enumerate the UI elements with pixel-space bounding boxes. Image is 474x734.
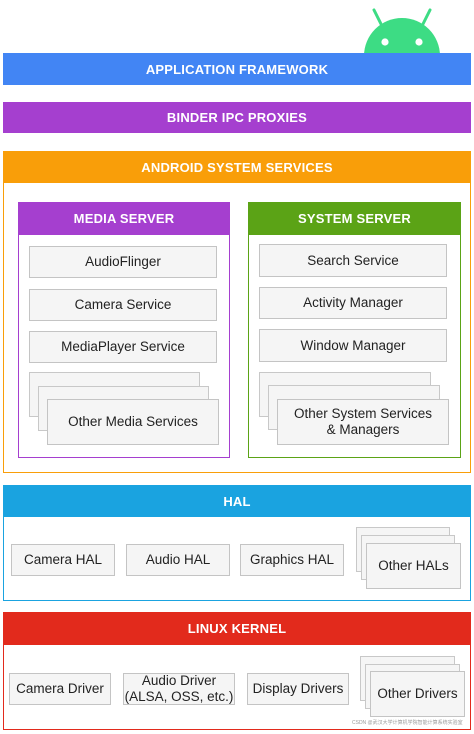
graphics-hal-box: Graphics HAL — [240, 544, 344, 576]
media-server-label: MEDIA SERVER — [73, 211, 175, 226]
audio-driver-label-line2: (ALSA, OSS, etc.) — [124, 689, 234, 704]
other-system-services-box: Other System Services & Managers — [277, 399, 449, 445]
search-service-label: Search Service — [307, 252, 399, 268]
audio-hal-label: Audio HAL — [145, 552, 211, 567]
camera-service-label: Camera Service — [74, 297, 172, 312]
camera-driver-box: Camera Driver — [9, 673, 111, 705]
other-drivers-box: Other Drivers — [370, 671, 465, 717]
mediaplayer-service-box: MediaPlayer Service — [29, 331, 217, 363]
other-media-services-label: Other Media Services — [68, 414, 198, 429]
mediaplayer-service-label: MediaPlayer Service — [61, 339, 185, 354]
camera-service-box: Camera Service — [29, 289, 217, 321]
other-drivers-label: Other Drivers — [377, 686, 458, 701]
application-framework-label: APPLICATION FRAMEWORK — [145, 61, 329, 77]
hal-bar: HAL — [3, 485, 471, 517]
other-system-services-label-line1: Other System Services — [293, 406, 433, 421]
system-server-bar: SYSTEM SERVER — [248, 202, 461, 235]
audioflinger-box: AudioFlinger — [29, 246, 217, 278]
graphics-hal-label: Graphics HAL — [249, 552, 335, 567]
activity-manager-label: Activity Manager — [303, 295, 403, 310]
binder-ipc-proxies-bar: BINDER IPC PROXIES — [3, 102, 471, 133]
audioflinger-label: AudioFlinger — [85, 254, 161, 269]
binder-ipc-proxies-label: BINDER IPC PROXIES — [166, 110, 308, 125]
other-media-services-box: Other Media Services — [47, 399, 219, 445]
window-manager-box: Window Manager — [259, 329, 447, 362]
other-hals-label: Other HALs — [378, 558, 449, 573]
system-server-label: SYSTEM SERVER — [298, 211, 411, 226]
android-system-services-label: ANDROID SYSTEM SERVICES — [141, 159, 333, 175]
camera-driver-label: Camera Driver — [16, 681, 104, 696]
audio-driver-box: Audio Driver (ALSA, OSS, etc.) — [123, 673, 235, 705]
display-drivers-label: Display Drivers — [252, 681, 344, 696]
camera-hal-label: Camera HAL — [23, 552, 103, 567]
display-drivers-box: Display Drivers — [247, 673, 349, 705]
camera-hal-box: Camera HAL — [11, 544, 115, 576]
search-service-box: Search Service — [259, 244, 447, 277]
linux-kernel-bar: LINUX KERNEL — [3, 612, 471, 645]
linux-kernel-label: LINUX KERNEL — [187, 621, 287, 636]
media-server-bar: MEDIA SERVER — [18, 202, 230, 235]
audio-driver-label-line1: Audio Driver — [141, 673, 217, 688]
other-system-services-label-line2: & Managers — [326, 422, 400, 437]
hal-label: HAL — [223, 493, 251, 509]
audio-hal-box: Audio HAL — [126, 544, 230, 576]
android-logo-icon — [364, 8, 440, 56]
activity-manager-box: Activity Manager — [259, 287, 447, 319]
other-hals-box: Other HALs — [366, 543, 461, 589]
android-system-services-bar: ANDROID SYSTEM SERVICES — [3, 151, 471, 183]
application-framework-bar: APPLICATION FRAMEWORK — [3, 53, 471, 85]
watermark-text: CSDN @武汉大学计算机学院智能计算系统实验室 — [352, 720, 463, 726]
window-manager-label: Window Manager — [300, 337, 406, 353]
